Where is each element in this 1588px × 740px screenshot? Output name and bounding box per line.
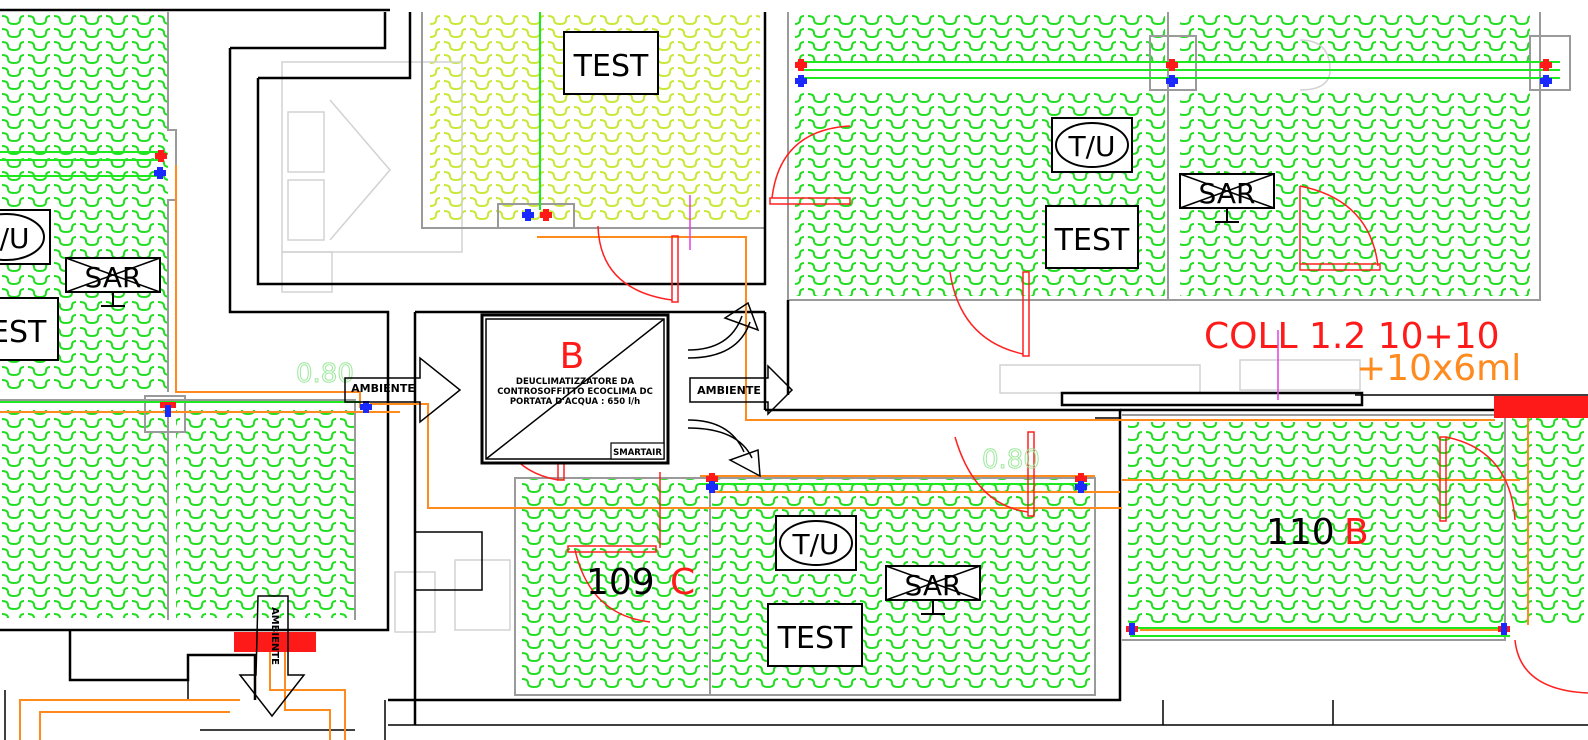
supply-valve-icon[interactable]	[795, 59, 807, 71]
collector-bar[interactable]	[1494, 396, 1588, 418]
ghost-dim-label: 0.80	[982, 445, 1040, 475]
room-110-label: 110 B	[1266, 512, 1369, 553]
heating-zone	[176, 410, 354, 618]
supply-valve-icon[interactable]	[1126, 623, 1138, 635]
supply-valve-icon[interactable]	[540, 209, 552, 221]
unit-description-line: CONTROSOFFITTO ECOCLIMA DC	[497, 387, 653, 397]
return-valve-icon[interactable]	[1075, 481, 1087, 493]
sar-label: SAR	[85, 261, 142, 294]
sar-symbol: SAR	[1179, 173, 1275, 223]
supply-valve-icon[interactable]	[706, 473, 718, 485]
supply-valve-icon[interactable]	[1540, 59, 1552, 71]
ambiente-label: AMBIENTE	[697, 384, 761, 397]
sar-symbol: SAR	[65, 257, 161, 307]
test-label: TEST	[0, 315, 47, 350]
heating-zone	[1180, 12, 1530, 62]
sar-label: SAR	[905, 569, 962, 602]
supply-valve-icon[interactable]	[155, 150, 167, 162]
heating-zone	[1512, 410, 1588, 625]
collector-spec: +10x6ml	[1356, 348, 1521, 389]
heating-zone	[1128, 422, 1506, 626]
sar-symbol: SAR	[885, 565, 981, 615]
airflow-arrows	[238, 301, 794, 718]
room-letter: C	[670, 562, 695, 603]
ambiente-label: AMBIENTE	[269, 607, 280, 665]
ambiente-label: AMBIENTE	[351, 382, 415, 395]
room-letter: B	[1344, 512, 1369, 553]
supply-valve-icon[interactable]	[160, 402, 176, 417]
zone-outlines	[0, 12, 1588, 696]
test-label: TEST	[777, 621, 853, 656]
room-number: 109	[586, 562, 655, 603]
tu-label: T/U	[0, 222, 30, 255]
walls	[0, 8, 1588, 740]
supply-valve-icon[interactable]	[1075, 473, 1087, 485]
feed-pipes	[0, 165, 1529, 740]
dehumidifier-unit[interactable]: B DEUCLIMATIZZATORE DA CONTROSOFFITTO EC…	[480, 313, 670, 465]
unit-description-line: DEUCLIMATIZZATORE DA	[516, 377, 635, 387]
tu-label: T/U	[1067, 130, 1115, 163]
smartair-label: SMARTAIR	[613, 448, 662, 458]
test-label: TEST	[573, 49, 649, 84]
supply-valve-icon[interactable]	[1166, 59, 1178, 71]
return-valve-icon[interactable]	[1166, 75, 1178, 87]
sar-label: SAR	[1199, 177, 1256, 210]
return-valve-icon[interactable]	[706, 481, 718, 493]
room-109-label: 109 C	[586, 562, 695, 603]
heating-zone	[0, 410, 168, 618]
unit-description-line: PORTATA D'ACQUA : 650 l/h	[510, 397, 640, 407]
unit-letter: B	[560, 336, 585, 377]
tu-label: T/U	[791, 528, 839, 561]
heating-zones	[0, 12, 1588, 690]
heating-zone	[520, 478, 708, 690]
background-furniture	[281, 39, 1361, 633]
test-label: TEST	[1054, 223, 1130, 258]
room-number: 110	[1266, 512, 1335, 553]
return-valve-icon[interactable]	[154, 167, 166, 179]
collector-label: COLL 1.2 10+10	[1204, 316, 1500, 357]
collector-bar[interactable]	[234, 632, 316, 652]
heating-zone	[795, 12, 1165, 62]
room-symbols: TEST TEST TEST TEST T/U T/U T/U SAR SAR	[0, 31, 1275, 667]
manifold-valves	[154, 59, 1588, 652]
return-valve-icon[interactable]	[1540, 75, 1552, 87]
return-valve-icon[interactable]	[522, 209, 534, 221]
manifold-lines	[0, 12, 1560, 637]
supply-valve-icon[interactable]	[1498, 623, 1510, 635]
return-valve-icon[interactable]	[795, 75, 807, 87]
door-swings	[489, 125, 1588, 694]
return-valve-icon[interactable]	[360, 401, 372, 413]
